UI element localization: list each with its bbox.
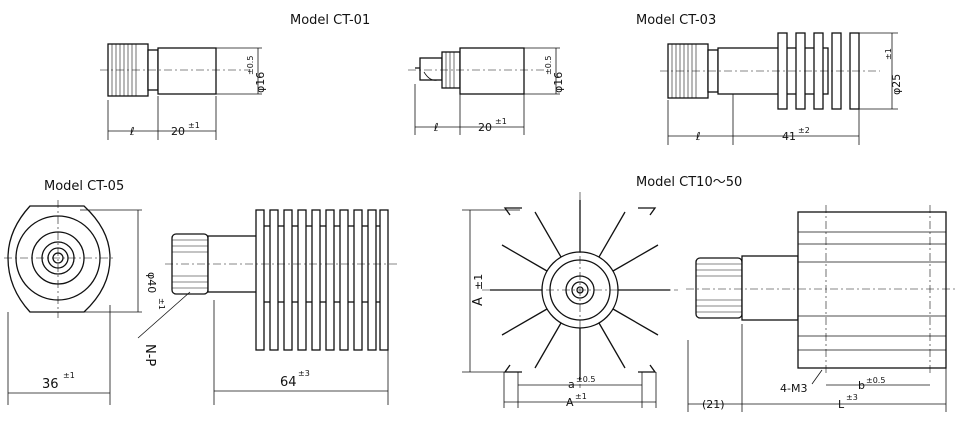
ct01b-len-dim: 20 bbox=[478, 121, 492, 134]
ct05-dia-label: φ40 bbox=[145, 272, 158, 293]
ct01-len-tol: ±1 bbox=[188, 121, 200, 130]
ct01-body bbox=[157, 47, 217, 95]
ct01b-len-label: ℓ bbox=[433, 121, 439, 134]
ct05-drawing: Model CT-05 36 ±1 φ40 ±1 bbox=[4, 179, 400, 405]
ct05-width-tol: ±1 bbox=[63, 371, 75, 380]
ct05-fin bbox=[353, 209, 363, 351]
ct05-title: Model CT-05 bbox=[44, 179, 124, 194]
ct03-len-tol: ±2 bbox=[798, 126, 810, 135]
ct03-len-dim: 41 bbox=[782, 130, 796, 143]
ct10-A-label: A bbox=[566, 396, 574, 409]
ct05-len-dim: 64 bbox=[280, 375, 297, 390]
ct10-body-neck bbox=[741, 255, 799, 321]
ct03-dia-label: φ25 bbox=[890, 74, 903, 95]
ct01b-dia-label: φ16 bbox=[552, 72, 565, 93]
ct05-len-tol: ±3 bbox=[298, 369, 310, 378]
ct10-height-tol: ±1 bbox=[472, 274, 485, 290]
ct10-L-tol: ±3 bbox=[846, 393, 858, 402]
ct10-b-tol: ±0.5 bbox=[866, 376, 885, 385]
ct01b-bnc-connector bbox=[419, 57, 443, 81]
ct10-connector-nut bbox=[695, 257, 743, 319]
ct05-fin bbox=[367, 209, 377, 351]
ct05-fin bbox=[297, 209, 307, 351]
ct01-title: Model CT-01 bbox=[290, 13, 370, 28]
ct03-len-label: ℓ bbox=[695, 130, 701, 143]
ct10-drawing: Model CT10～50 bbox=[462, 175, 955, 412]
ct01-dia-label: φ16 bbox=[254, 72, 267, 93]
ct01-len-dim: 20 bbox=[171, 125, 185, 138]
ct10-L-label: L bbox=[838, 398, 845, 411]
ct01b-dia-tol: ±0.5 bbox=[544, 56, 553, 75]
ct01-drawing: Model CT-01 φ16 ±0.5 ℓ 20 ±1 bbox=[100, 13, 370, 140]
ct10-screw-label: 4-M3 bbox=[780, 382, 807, 395]
ct10-title: Model CT10～50 bbox=[636, 175, 742, 190]
ct03-dia-tol: ±1 bbox=[884, 48, 893, 60]
ct05-fin bbox=[255, 209, 265, 351]
ct01-len-label: ℓ bbox=[129, 125, 135, 138]
ct05-connector-label: N-P bbox=[142, 344, 157, 366]
ct10-b-label: b bbox=[858, 379, 865, 392]
ct01b-body bbox=[459, 47, 525, 95]
ct10-A-tol: ±1 bbox=[575, 392, 587, 401]
ct10-height-label: A bbox=[471, 297, 486, 306]
ct05-end-view bbox=[7, 205, 111, 313]
ct01b-drawing: φ16 ±0.5 ℓ 20 ±1 bbox=[408, 47, 565, 135]
ct05-dia-tol: ±1 bbox=[157, 298, 166, 310]
ct05-fin bbox=[283, 209, 293, 351]
ct01-dia-tol: ±0.5 bbox=[246, 56, 255, 75]
ct10-end-view bbox=[482, 192, 678, 388]
ct05-fin bbox=[269, 209, 279, 351]
ct05-fin bbox=[339, 209, 349, 351]
ct03-drawing: Model CT-03 φ25 ±1 ℓ 41 ±2 bbox=[636, 13, 903, 145]
ct01b-len-tol: ±1 bbox=[495, 117, 507, 126]
ct10-a-label: a bbox=[568, 378, 575, 391]
ct05-fin bbox=[379, 209, 389, 351]
ct03-title: Model CT-03 bbox=[636, 13, 716, 28]
ct10-paren-dim: (21) bbox=[702, 398, 725, 411]
ct10-a-tol: ±0.5 bbox=[576, 375, 595, 384]
ct05-width-dim: 36 bbox=[42, 377, 59, 392]
ct10-body bbox=[797, 211, 947, 369]
ct05-fin bbox=[325, 209, 335, 351]
ct05-fin bbox=[311, 209, 321, 351]
